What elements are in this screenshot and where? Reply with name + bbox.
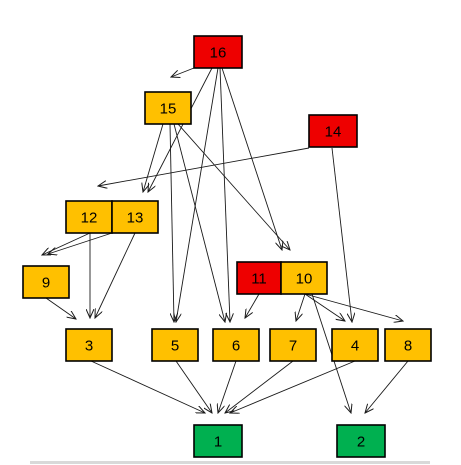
node-14-box [308,114,358,148]
node-16: 16 [193,35,243,69]
edge-15-to-13 [143,123,164,192]
node-10: 10 [280,261,328,295]
node-16-box [193,35,243,69]
edge-15-to-5 [169,123,174,322]
edge-11-to-6 [245,293,260,318]
node-16-label: 16 [210,45,227,62]
node-12: 12 [65,200,113,234]
edge-4-to-1 [230,360,356,413]
node-1-box [193,424,243,458]
node-3: 3 [65,328,113,362]
edge-10-to-4 [304,293,345,321]
edge-15-to-10 [177,123,290,250]
node-15-box [144,91,192,125]
edge-16-to-5 [176,67,219,322]
node-10-label: 10 [296,271,313,288]
edge-7-to-1 [225,360,294,413]
edge-12-to-9 [42,232,91,255]
node-8-label: 8 [404,338,412,355]
node-3-label: 3 [85,338,93,355]
edges-layer [42,67,409,413]
node-7: 7 [269,328,317,362]
node-4-box [331,328,379,362]
node-4-label: 4 [351,338,359,355]
node-14-label: 14 [325,124,342,141]
node-7-box [269,328,317,362]
edge-9-to-3 [45,297,76,319]
edge-14-to-12 [98,147,310,186]
edge-16-to-15 [171,67,195,77]
node-13-label: 13 [127,210,144,227]
node-10-box [280,261,328,295]
edge-13-to-9 [48,232,113,254]
edge-13-to-3 [95,232,136,318]
node-2: 2 [336,424,386,458]
edge-10-to-8 [304,293,403,321]
edge-5-to-1 [175,360,212,413]
node-4: 4 [331,328,379,362]
node-1: 1 [193,424,243,458]
node-12-label: 12 [81,210,98,227]
edge-8-to-2 [365,360,409,413]
edge-14-to-4 [331,147,352,322]
node-5: 5 [151,328,199,362]
node-12-box [65,200,113,234]
edge-15-to-6 [173,123,225,322]
node-3-box [65,328,113,362]
node-6: 6 [212,328,260,362]
node-14: 14 [308,114,358,148]
node-6-box [212,328,260,362]
node-2-label: 2 [357,434,365,451]
cropped-caption [30,461,430,464]
edge-10-to-7 [296,293,306,321]
node-5-box [151,328,199,362]
node-1-label: 1 [214,434,222,451]
node-15-label: 15 [160,101,177,118]
node-9: 9 [22,265,70,299]
node-11: 11 [236,261,282,295]
node-2-box [336,424,386,458]
node-15: 15 [144,91,192,125]
edge-3-to-1 [90,360,205,413]
node-11-box [236,261,282,295]
node-8-box [384,328,432,362]
node-9-label: 9 [42,275,50,292]
node-7-label: 7 [289,338,297,355]
node-11-label: 11 [251,271,267,288]
node-8: 8 [384,328,432,362]
node-13-box [111,200,159,234]
edge-16-to-6 [219,67,230,322]
node-9-box [22,265,70,299]
edge-16-to-13 [148,67,213,192]
edge-16-to-10 [221,67,282,250]
node-13: 13 [111,200,159,234]
edge-6-to-1 [218,360,237,413]
node-5-label: 5 [171,338,179,355]
node-6-label: 6 [232,338,240,355]
